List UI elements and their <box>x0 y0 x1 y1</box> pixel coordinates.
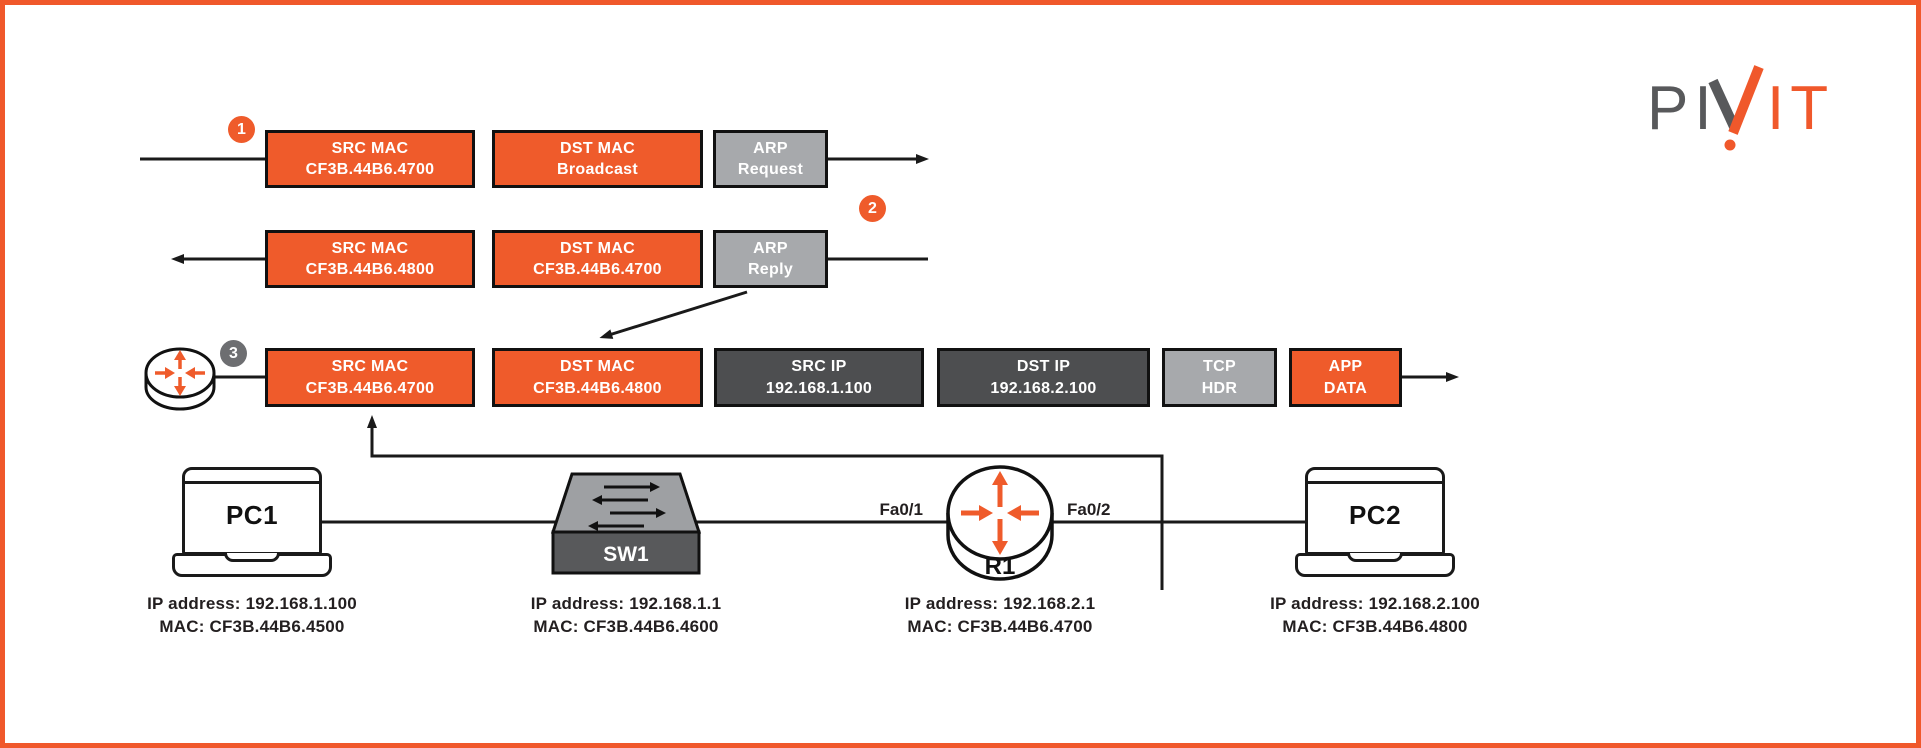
sw1-ip: IP address: 192.168.1.1 <box>530 594 722 613</box>
field-value: CF3B.44B6.4800 <box>305 261 435 278</box>
field-value: Reply <box>747 261 794 278</box>
routed-frame-dst-mac-box: DST MAC CF3B.44B6.4800 <box>492 348 703 407</box>
pc2-label: PC2 <box>1348 499 1402 530</box>
laptop-notch <box>224 553 280 562</box>
field-value: Broadcast <box>557 161 638 178</box>
arp-request-src-mac-box: SRC MAC CF3B.44B6.4700 <box>265 130 475 188</box>
pivit-logo: PI IT <box>1647 65 1834 151</box>
sw1-label: SW1 <box>603 543 649 566</box>
field-value: Request <box>737 161 804 178</box>
step-2-badge: 2 <box>859 195 886 222</box>
step-3-badge: 3 <box>220 340 247 367</box>
r1-ip: IP address: 192.168.2.1 <box>904 594 1096 613</box>
routed-frame-app-box: APP DATA <box>1289 348 1402 407</box>
switch-icon: SW1 <box>550 472 702 575</box>
laptop-screen-band <box>185 481 319 484</box>
field-title: SRC MAC <box>331 239 409 257</box>
reply-to-frame-arrow <box>599 290 748 339</box>
r1-mac: MAC: CF3B.44B6.4700 <box>907 616 1093 636</box>
field-title: SRC MAC <box>331 139 409 157</box>
routed-frame-tcp-box: TCP HDR <box>1162 348 1277 407</box>
r1-address-label: IP address: 192.168.2.1 MAC: CF3B.44B6.4… <box>840 593 1160 639</box>
field-title: DST IP <box>1016 358 1071 376</box>
field-value: CF3B.44B6.4700 <box>533 261 662 278</box>
field-title: ARP <box>753 139 788 157</box>
arp-reply-src-mac-box: SRC MAC CF3B.44B6.4800 <box>265 230 475 288</box>
pc1-laptop-icon: PC1 <box>182 467 322 555</box>
pc1-address-label: IP address: 192.168.1.100 MAC: CF3B.44B6… <box>92 593 412 639</box>
r1-router-icon: R1 <box>946 465 1054 581</box>
r1-port-fa01-label: Fa0/1 <box>879 500 923 519</box>
pc2-laptop-base <box>1295 553 1455 577</box>
logo-text-orange: IT <box>1767 74 1834 143</box>
pc2-ip: IP address: 192.168.2.100 <box>1270 594 1480 613</box>
r1-port-fa02-label: Fa0/2 <box>1067 500 1111 519</box>
step-1-badge: 1 <box>228 116 255 143</box>
field-value: 192.168.1.100 <box>765 379 873 397</box>
sw1-mac: MAC: CF3B.44B6.4600 <box>533 616 719 636</box>
field-title: APP <box>1328 358 1363 376</box>
logo-text-gray: PI <box>1647 74 1718 143</box>
pc2-laptop-icon: PC2 <box>1305 467 1445 555</box>
step-2-number: 2 <box>868 199 877 217</box>
step-3-number: 3 <box>229 344 238 362</box>
pc1-laptop-base <box>172 553 332 577</box>
field-title: SRC MAC <box>331 358 409 376</box>
step-1-number: 1 <box>237 120 246 138</box>
routed-frame-src-mac-box: SRC MAC CF3B.44B6.4700 <box>265 348 475 407</box>
field-title: ARP <box>753 239 788 257</box>
arp-request-type-box: ARP Request <box>713 130 828 188</box>
field-title: DST MAC <box>560 139 635 157</box>
field-title: DST MAC <box>560 239 635 257</box>
field-value: DATA <box>1323 379 1368 397</box>
field-value: 192.168.2.100 <box>990 379 1097 397</box>
laptop-screen-band <box>1308 481 1442 484</box>
arp-reply-dst-mac-box: DST MAC CF3B.44B6.4700 <box>492 230 703 288</box>
field-value: CF3B.44B6.4700 <box>305 379 435 397</box>
routed-frame-src-ip-box: SRC IP 192.168.1.100 <box>714 348 924 407</box>
field-value: HDR <box>1201 379 1238 397</box>
router-icon <box>144 347 216 411</box>
field-title: DST MAC <box>560 358 635 376</box>
field-value: CF3B.44B6.4800 <box>533 379 662 397</box>
pc1-ip: IP address: 192.168.1.100 <box>147 594 357 613</box>
pc2-address-label: IP address: 192.168.2.100 MAC: CF3B.44B6… <box>1215 593 1535 639</box>
pc1-mac: MAC: CF3B.44B6.4500 <box>159 616 345 636</box>
field-title: SRC IP <box>791 358 847 376</box>
arp-request-dst-mac-box: DST MAC Broadcast <box>492 130 703 188</box>
field-value: CF3B.44B6.4700 <box>305 161 435 178</box>
pc1-label: PC1 <box>225 499 279 530</box>
arp-reply-type-box: ARP Reply <box>713 230 828 288</box>
routed-frame-dst-ip-box: DST IP 192.168.2.100 <box>937 348 1150 407</box>
r1-label: R1 <box>985 553 1016 580</box>
field-title: TCP <box>1203 358 1236 376</box>
pc2-mac: MAC: CF3B.44B6.4800 <box>1282 616 1468 636</box>
sw1-address-label: IP address: 192.168.1.1 MAC: CF3B.44B6.4… <box>466 593 786 639</box>
laptop-notch <box>1347 553 1403 562</box>
